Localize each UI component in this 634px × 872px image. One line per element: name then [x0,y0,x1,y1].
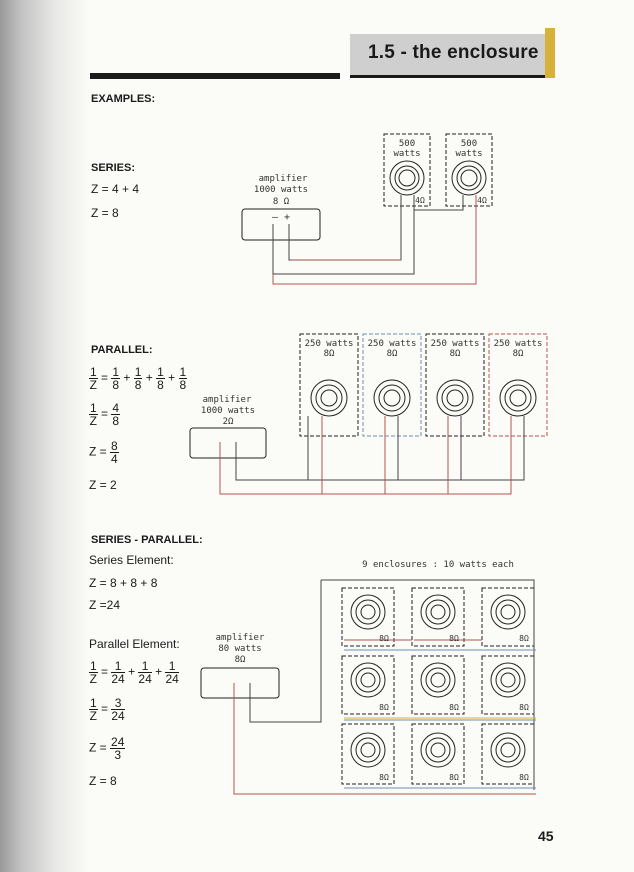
parallel-eq-4: Z = 2 [89,478,117,492]
sp-ohm-r3c1: 8Ω [379,773,389,782]
sp-amp-line3: 8Ω [235,655,246,665]
sp-parallel-eq-4: Z = 8 [89,774,117,788]
parallel-spk1-ohm: 8Ω [324,349,335,359]
sp-amp-line1: amplifier [216,633,265,643]
parallel-element-label: Parallel Element: [89,637,180,651]
sp-speaker-r2c2 [411,655,465,715]
parallel-speaker-3 [425,333,485,437]
page-edge-shadow [0,0,90,872]
sp-amp-line2: 80 watts [218,644,261,654]
sp-ohm-r1c2: 8Ω [449,634,459,643]
section-title-box: 1.5 - the enclosure [350,28,555,78]
series-parallel-heading: SERIES - PARALLEL: [91,534,203,546]
page-number: 45 [538,828,554,844]
sp-ohm-r2c2: 8Ω [449,703,459,712]
series-amp-terminals: – + [272,212,290,223]
parallel-spk1-watts: 250 watts [305,339,354,349]
series-element-label: Series Element: [89,553,174,567]
parallel-diagram [189,333,548,495]
series-amplifier-box [241,208,321,241]
parallel-amplifier-box [189,427,267,459]
sp-ohm-r1c1: 8Ω [379,634,389,643]
sp-series-eq-2: Z =24 [89,598,121,612]
series-diagram [241,133,493,285]
parallel-amp-line3: 2Ω [223,417,234,427]
sp-ohm-r3c3: 8Ω [519,773,529,782]
series-spk2-watts: watts [455,149,482,159]
series-spk1-ohm: 4Ω [415,196,425,205]
parallel-speaker-1 [299,333,359,437]
parallel-speaker-2 [362,333,422,437]
parallel-amp-line2: 1000 watts [201,406,255,416]
parallel-spk4-watts: 250 watts [494,339,543,349]
series-amp-line2: 1000 watts [254,185,308,195]
sp-ohm-r2c1: 8Ω [379,703,389,712]
parallel-speaker-4 [488,333,548,437]
series-heading: SERIES: [91,162,136,174]
sp-caption: 9 enclosures : 10 watts each [362,560,514,570]
series-speaker-1 [383,133,431,207]
sp-series-eq-1: Z = 8 + 8 + 8 [89,576,158,590]
sp-speaker-r1c2 [411,587,465,647]
series-spk1-watts-num: 500 [399,139,415,149]
parallel-amp-line1: amplifier [203,395,252,405]
sp-speaker-r2c1 [341,655,395,715]
series-eq-1: Z = 4 + 4 [91,182,140,196]
series-parallel-diagram [200,579,536,795]
series-spk2-watts-num: 500 [461,139,477,149]
series-amp-line1: amplifier [259,174,308,184]
parallel-spk2-watts: 250 watts [368,339,417,349]
sp-amplifier-box [200,667,280,699]
title-accent [545,28,555,78]
sp-speaker-r1c1 [341,587,395,647]
sp-ohm-r1c3: 8Ω [519,634,529,643]
parallel-spk3-ohm: 8Ω [450,349,461,359]
series-speaker-2 [445,133,493,207]
header-rule [90,73,340,79]
series-spk2-ohm: 4Ω [477,196,487,205]
sp-ohm-r3c2: 8Ω [449,773,459,782]
series-spk1-watts: watts [393,149,420,159]
parallel-spk2-ohm: 8Ω [387,349,398,359]
sp-speaker-r3c1 [341,723,395,785]
sp-speaker-r3c2 [411,723,465,785]
series-eq-2: Z = 8 [91,206,119,220]
section-title: 1.5 - the enclosure [368,42,539,63]
parallel-heading: PARALLEL: [91,344,153,356]
series-amp-line3: 8 Ω [273,197,290,207]
examples-heading: EXAMPLES: [91,93,156,105]
parallel-spk3-watts: 250 watts [431,339,480,349]
sp-ohm-r2c3: 8Ω [519,703,529,712]
parallel-spk4-ohm: 8Ω [513,349,524,359]
